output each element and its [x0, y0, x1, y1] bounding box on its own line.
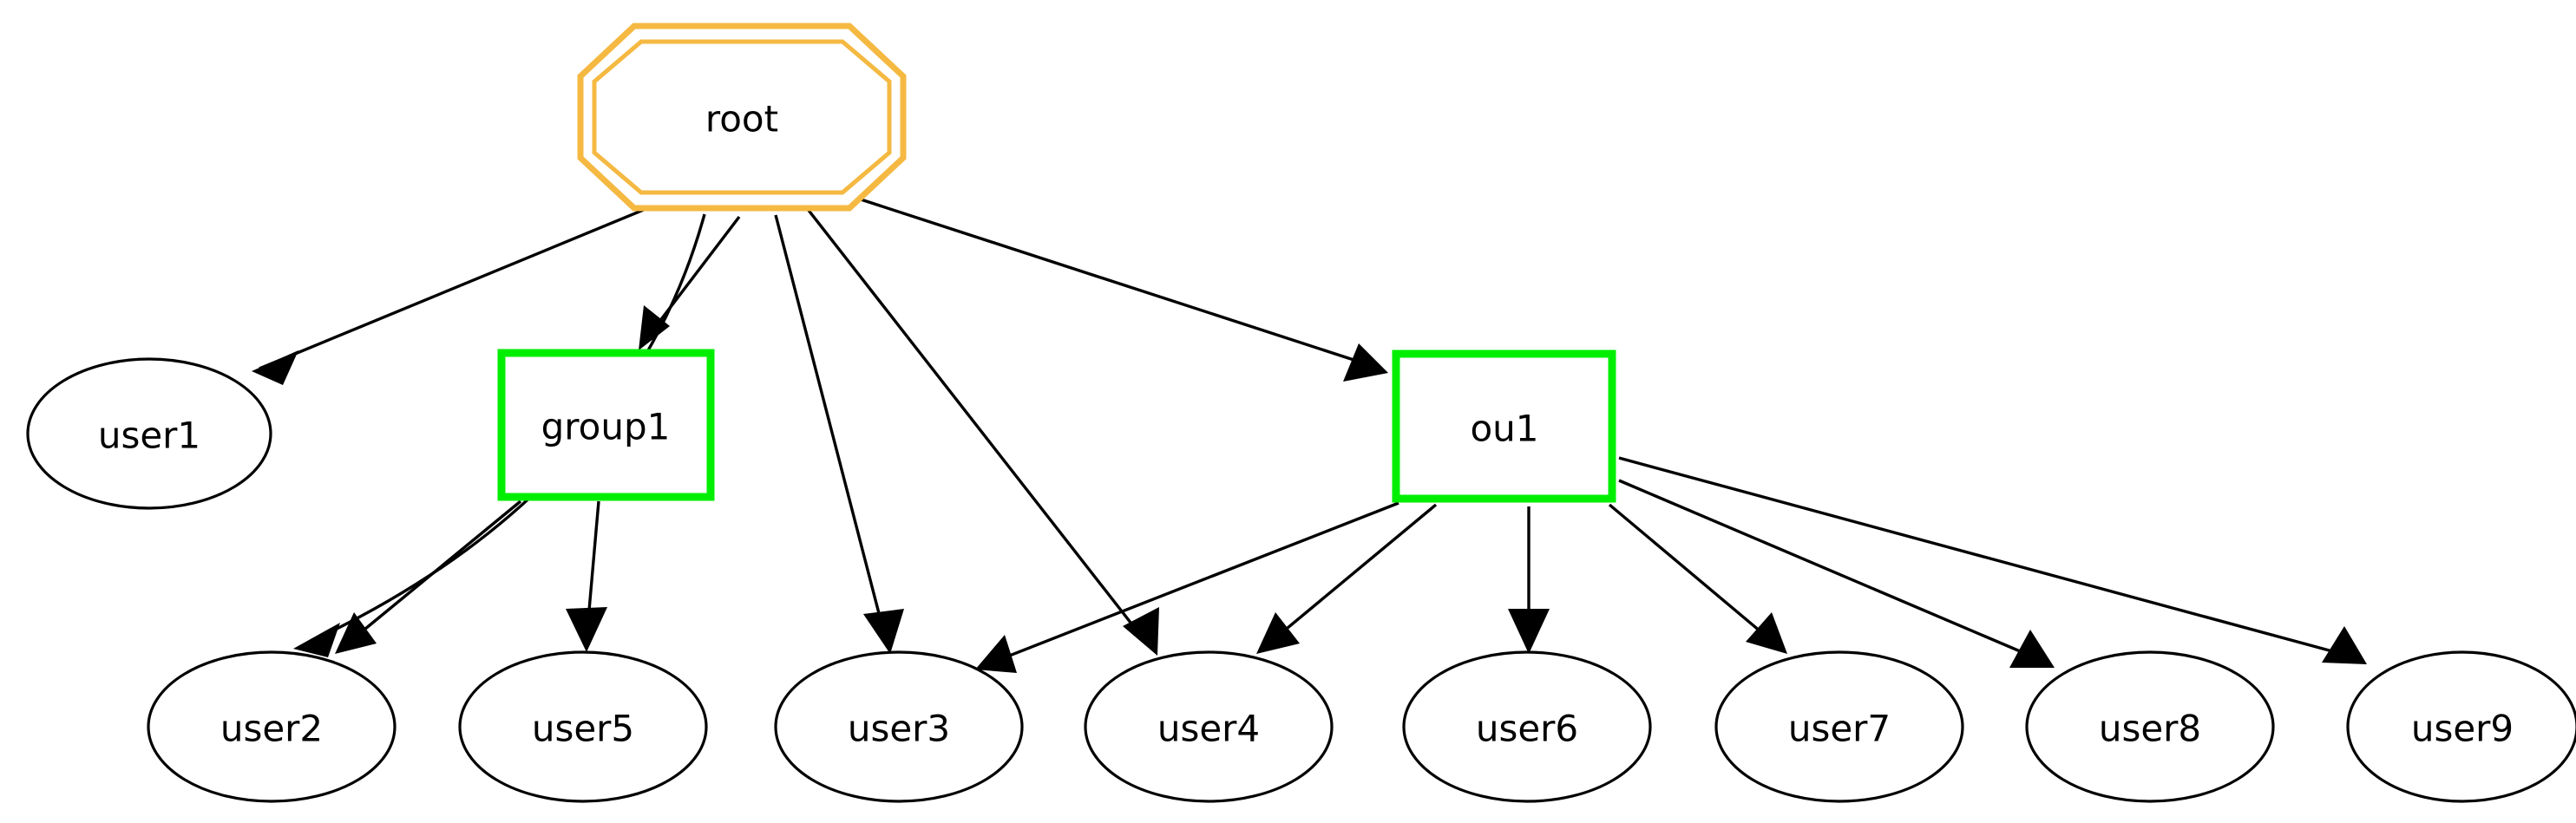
edge-root-to-group1[interactable]	[639, 215, 741, 350]
edge-root-to-ou1[interactable]	[815, 183, 1388, 382]
arrowhead-icon	[293, 623, 340, 657]
node-user5[interactable]: user5	[458, 650, 708, 803]
edge-line	[1265, 503, 1438, 647]
ellipse-shape	[1402, 650, 1652, 803]
node-user4[interactable]: user4	[1084, 650, 1334, 803]
edge-root-to-user4[interactable]	[805, 206, 1159, 656]
edge-root-to-user1[interactable]	[252, 191, 686, 385]
arrowhead-icon	[1508, 609, 1550, 654]
arrowhead-icon	[863, 609, 904, 654]
node-user9[interactable]: user9	[2346, 650, 2576, 803]
arrowhead-icon	[1746, 612, 1787, 654]
node-layer: root user1 group1 ou1 user2 user5	[26, 23, 2576, 803]
ellipse-shape	[1714, 650, 1964, 803]
arrowhead-icon	[335, 612, 377, 654]
ellipse-shape	[458, 650, 708, 803]
arrowhead-icon	[1256, 612, 1300, 654]
edge-layer	[252, 183, 2367, 673]
edge-ou1-to-user6[interactable]	[1508, 506, 1550, 654]
edge-group1-to-user5[interactable]	[566, 500, 607, 652]
node-user2[interactable]: user2	[147, 650, 397, 803]
node-user6[interactable]: user6	[1402, 650, 1652, 803]
edge-ou1-to-user3[interactable]	[975, 501, 1399, 673]
edge-line	[815, 183, 1379, 369]
node-user7[interactable]: user7	[1714, 650, 1964, 803]
arrowhead-icon	[1343, 343, 1388, 382]
node-user3[interactable]: user3	[774, 650, 1024, 803]
ellipse-shape	[1084, 650, 1334, 803]
edge-ou1-to-user4[interactable]	[1256, 503, 1438, 654]
node-ou1[interactable]: ou1	[1392, 349, 1616, 503]
node-user1[interactable]: user1	[26, 357, 272, 510]
box-shape	[497, 349, 715, 501]
edge-ou1-to-user8[interactable]	[1618, 479, 2055, 668]
node-group1[interactable]: group1	[497, 349, 715, 501]
ellipse-shape	[26, 357, 272, 510]
edge-group1-to-user2[interactable]	[335, 500, 522, 654]
octagon-inner-shape	[592, 39, 892, 195]
arrowhead-icon	[252, 350, 298, 385]
ellipse-shape	[2346, 650, 2576, 803]
edge-line	[344, 500, 522, 647]
edge-line	[1608, 503, 1779, 647]
edge-line	[986, 501, 1399, 666]
edge-root-to-user3[interactable]	[774, 214, 904, 654]
arrowhead-icon	[639, 305, 670, 350]
edge-ou1-to-user7[interactable]	[1608, 503, 1787, 654]
edge-line	[259, 191, 686, 370]
arrowhead-icon	[566, 607, 607, 652]
arrowhead-icon	[2322, 626, 2367, 664]
edge-line	[805, 206, 1151, 649]
edge-line	[774, 214, 888, 644]
edge-line	[1618, 456, 2356, 659]
node-user8[interactable]: user8	[2025, 650, 2275, 803]
ellipse-shape	[2025, 650, 2275, 803]
ellipse-shape	[147, 650, 397, 803]
edge-line	[1618, 479, 2043, 663]
arrowhead-icon	[975, 635, 1017, 673]
edge-ou1-to-user9[interactable]	[1618, 456, 2367, 664]
ellipse-shape	[774, 650, 1024, 803]
box-shape	[1392, 349, 1616, 503]
octagon-outer-shape	[577, 23, 907, 212]
arrowhead-icon	[2009, 630, 2055, 668]
arrowhead-icon	[1123, 607, 1159, 656]
node-root[interactable]: root	[577, 23, 907, 212]
